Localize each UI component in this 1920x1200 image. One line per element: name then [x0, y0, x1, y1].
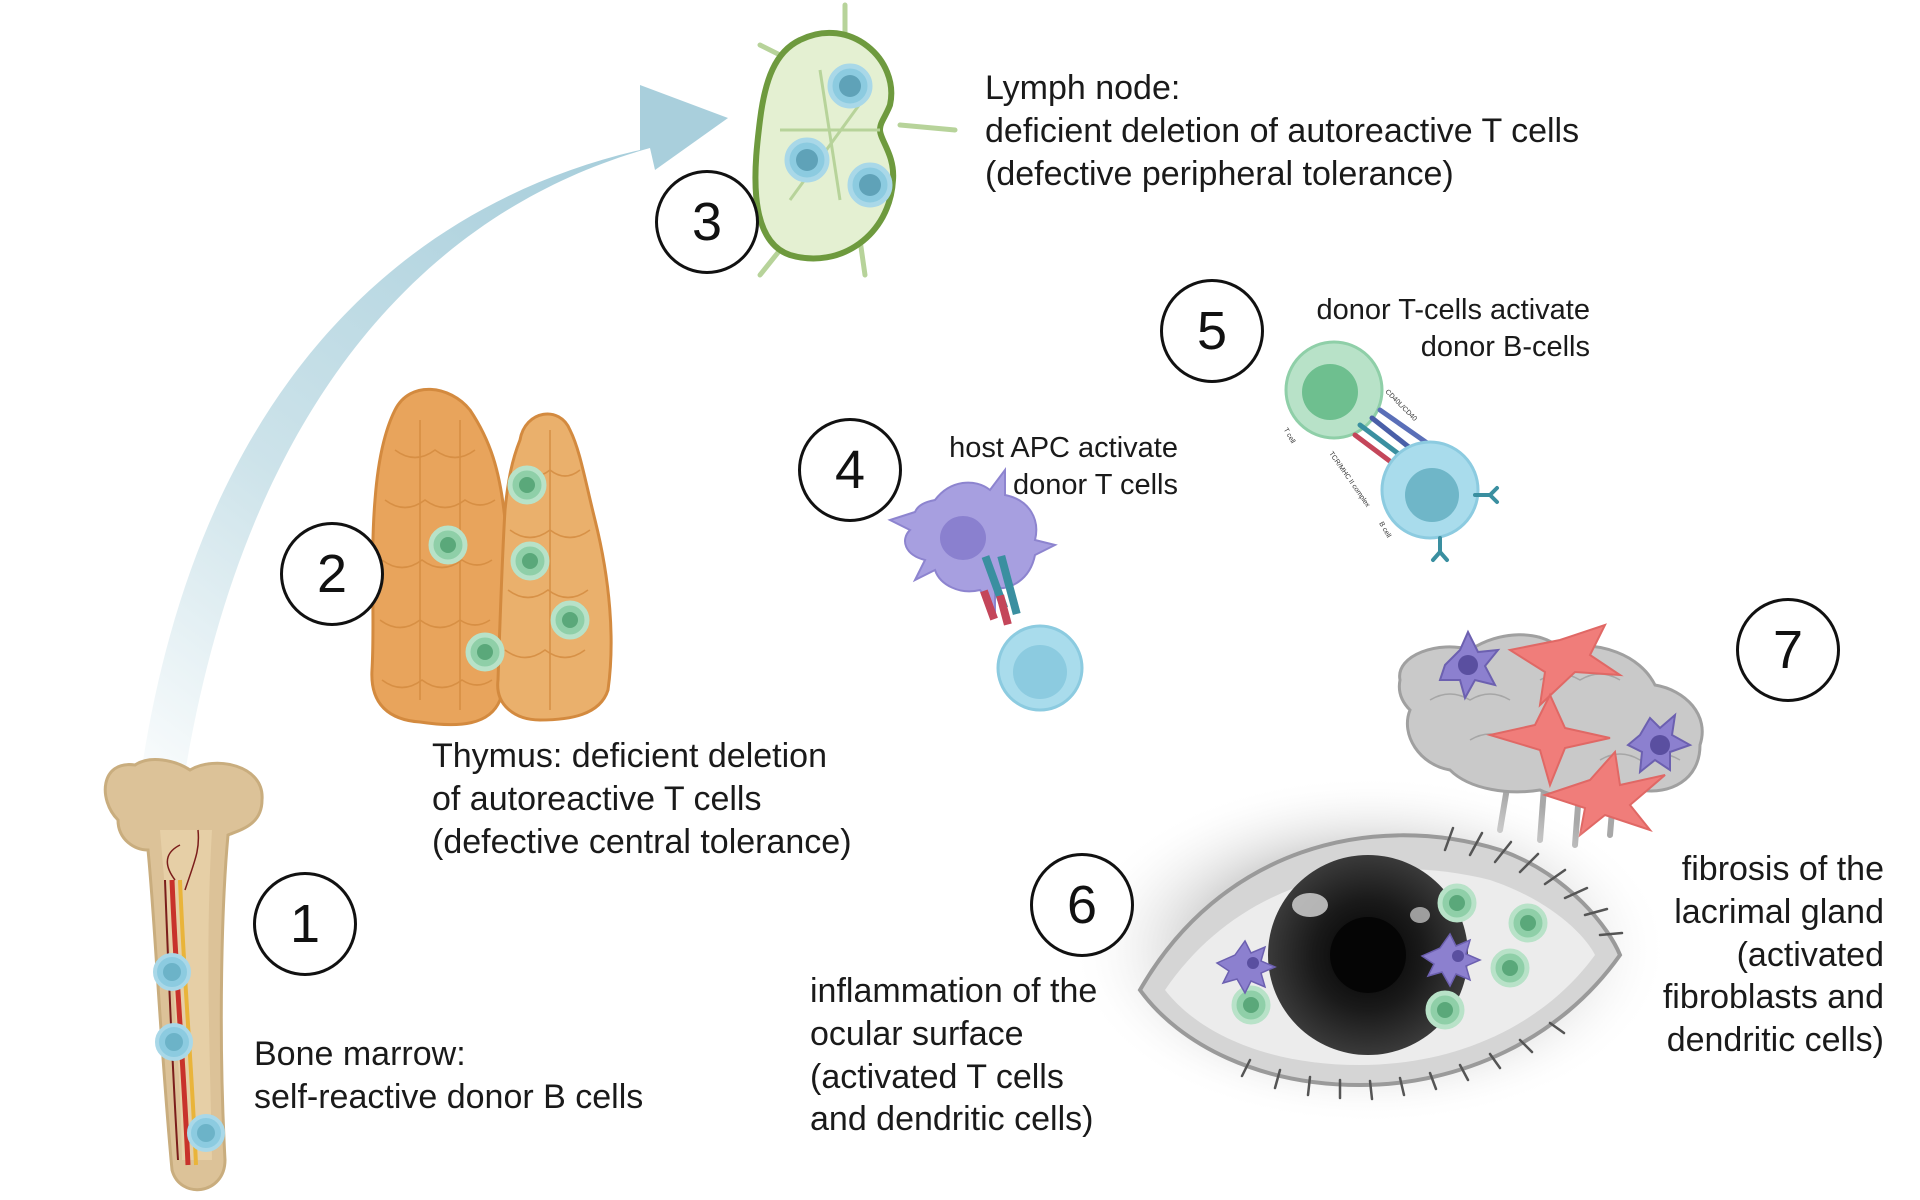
step-5-line-1: donor T-cells activate	[1316, 294, 1591, 326]
step-5-circle: 5	[1160, 279, 1264, 383]
apc-tcell-illustration	[887, 467, 1084, 712]
step-5-number: 5	[1196, 301, 1228, 361]
step-2-label: Thymus: deficient deletion of autoreacti…	[432, 735, 852, 863]
lacrimal-gland-illustration	[1397, 623, 1704, 848]
b-cell-small-label: B cell	[1377, 521, 1392, 540]
step-7-line-1: fibrosis of the	[1681, 850, 1884, 888]
step-7-line-5: dendritic cells)	[1666, 1021, 1884, 1060]
step-6-line-1: inflammation of the	[810, 972, 1098, 1010]
step-3-circle: 3	[655, 170, 759, 274]
step-7-line-2: lacrimal gland	[1674, 892, 1884, 931]
step-3-line-3: (defective peripheral tolerance)	[985, 154, 1454, 193]
step-3-line-2: deficient deletion of autoreactive T cel…	[985, 111, 1580, 150]
step-3-number: 3	[691, 192, 723, 252]
tcell-bcell-illustration: T cell B cell CD40L/CD40 TCR/MHC II comp…	[1282, 340, 1499, 562]
step-1-line-2: self-reactive donor B cells	[254, 1077, 644, 1116]
step-4-line-2: donor T cells	[1013, 468, 1178, 501]
step-6-label: inflammation of the ocular surface (acti…	[810, 970, 1097, 1141]
step-2-circle: 2	[280, 522, 384, 626]
step-7-line-3: (activated	[1736, 935, 1884, 974]
step-1-label: Bone marrow: self-reactive donor B cells	[254, 1033, 643, 1119]
step-5-line-2: donor B-cells	[1420, 330, 1590, 363]
step-1-number: 1	[289, 894, 321, 954]
step-6-circle: 6	[1030, 853, 1134, 957]
step-7-circle: 7	[1736, 598, 1840, 702]
lymph-node-illustration	[752, 2, 958, 278]
t-cell-small-label: T cell	[1282, 427, 1297, 445]
step-7-label: fibrosis of the lacrimal gland (activate…	[1663, 848, 1884, 1062]
step-6-line-2: ocular surface	[810, 1014, 1024, 1053]
step-3-label: Lymph node: deficient deletion of autore…	[985, 67, 1579, 195]
step-3-line-1: Lymph node:	[985, 69, 1181, 107]
eye-illustration	[1070, 775, 1670, 1125]
thymus-illustration	[370, 387, 613, 727]
step-2-number: 2	[316, 544, 348, 604]
bone-marrow-illustration	[103, 758, 264, 1192]
migration-arrow	[135, 85, 728, 820]
step-1-circle: 1	[253, 872, 357, 976]
step-6-line-4: and dendritic cells)	[810, 1100, 1094, 1139]
tcr-small-label: TCR/MHC II complex	[1327, 450, 1371, 509]
step-4-circle: 4	[798, 418, 902, 522]
step-4-label: host APC activate donor T cells	[949, 430, 1178, 503]
step-4-line-1: host APC activate	[949, 432, 1178, 464]
step-6-line-3: (activated T cells	[810, 1057, 1064, 1096]
step-2-line-1: Thymus: deficient deletion	[432, 737, 827, 775]
step-7-line-4: fibroblasts and	[1662, 978, 1884, 1017]
step-5-label: donor T-cells activate donor B-cells	[1317, 292, 1591, 365]
step-6-number: 6	[1066, 875, 1098, 935]
step-2-line-3: (defective central tolerance)	[432, 822, 852, 861]
step-7-number: 7	[1772, 620, 1804, 680]
step-1-line-1: Bone marrow:	[254, 1035, 466, 1073]
step-4-number: 4	[834, 440, 866, 500]
step-2-line-2: of autoreactive T cells	[432, 779, 762, 818]
